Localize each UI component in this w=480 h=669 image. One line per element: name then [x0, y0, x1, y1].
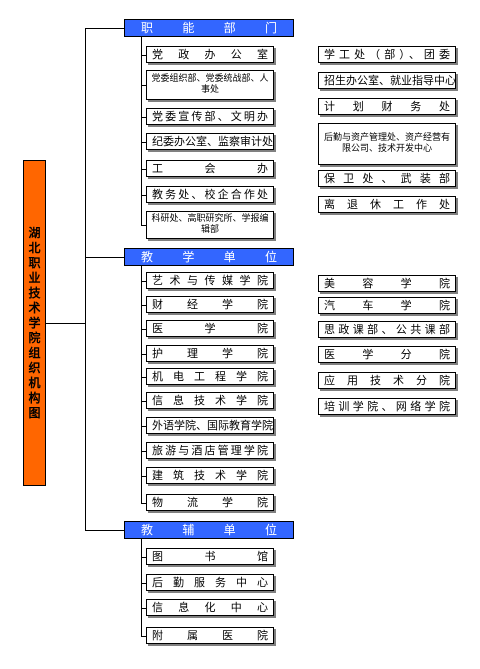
- connector-to-item: [141, 557, 146, 558]
- unit-box: 医学院: [146, 320, 274, 337]
- unit-box: 医学分院: [318, 346, 456, 363]
- unit-box: 物流学院: [146, 494, 274, 511]
- connector-to-category: [85, 257, 124, 258]
- unit-box: 应用技术分院: [318, 372, 456, 389]
- category-header: 教学单位: [124, 248, 294, 266]
- connector-category-drop: [141, 37, 142, 225]
- category-header: 教辅单位: [124, 521, 294, 539]
- connector-to-item: [141, 195, 146, 196]
- unit-box: 计划财务处: [318, 98, 456, 115]
- connector-to-item: [141, 329, 146, 330]
- unit-box: 科研处、高职研究所、学报编辑部: [146, 211, 274, 239]
- unit-box: 信息技术学院: [146, 392, 274, 409]
- connector-main-spine: [85, 28, 86, 531]
- connector-to-item: [141, 117, 146, 118]
- connector-to-item: [141, 225, 146, 226]
- connector-to-item: [141, 451, 146, 452]
- connector-to-item: [141, 55, 146, 56]
- unit-box: 工会办: [146, 160, 274, 177]
- unit-box: 汽车学院: [318, 297, 456, 314]
- unit-box: 后勤与资产管理处、资产经营有限公司、技术开发中心: [318, 123, 456, 165]
- unit-box: 学工处（部）、团委: [318, 46, 456, 63]
- unit-box: 招生办公室、就业指导中心: [318, 72, 456, 89]
- unit-box: 教务处、校企合作处: [146, 186, 274, 203]
- connector-to-item: [141, 377, 146, 378]
- connector-category-drop: [141, 266, 142, 503]
- connector-to-item: [141, 169, 146, 170]
- connector-to-item: [141, 305, 146, 306]
- unit-box: 党委宣传部、文明办: [146, 108, 274, 125]
- unit-box: 信息化中心: [146, 599, 274, 616]
- connector-root-trunk: [46, 323, 86, 324]
- connector-to-item: [141, 636, 146, 637]
- unit-box: 思政课部、公共课部: [318, 321, 456, 338]
- connector-to-item: [141, 503, 146, 504]
- connector-to-item: [141, 85, 146, 86]
- unit-box: 建筑技术学院: [146, 467, 274, 484]
- connector-to-item: [141, 281, 146, 282]
- category-header: 职能部门: [124, 19, 294, 37]
- unit-box: 纪委办公室、监察审计处: [146, 133, 274, 150]
- connector-to-item: [141, 401, 146, 402]
- unit-box: 艺术与传媒学院: [146, 272, 274, 289]
- unit-box: 美容学院: [318, 275, 456, 292]
- unit-box: 图书馆: [146, 548, 274, 565]
- connector-to-item: [141, 426, 146, 427]
- unit-box: 财经学院: [146, 296, 274, 313]
- unit-box: 党委组织部、党委统战部、人事处: [146, 70, 274, 100]
- unit-box: 离退休工作处: [318, 196, 456, 213]
- root-node-college: 湖北职业技术学院组织机构图: [23, 160, 46, 486]
- connector-to-item: [141, 142, 146, 143]
- unit-box: 附属医院: [146, 627, 274, 644]
- unit-box: 机电工程学院: [146, 368, 274, 385]
- root-title: 湖北职业技术学院组织机构图: [28, 225, 41, 420]
- connector-to-category: [85, 28, 124, 29]
- connector-to-item: [141, 608, 146, 609]
- unit-box: 保卫处、武装部: [318, 170, 456, 187]
- connector-to-category: [85, 530, 124, 531]
- unit-box: 旅游与酒店管理学院: [146, 442, 274, 459]
- unit-box: 护理学院: [146, 345, 274, 362]
- connector-to-item: [141, 476, 146, 477]
- connector-to-item: [141, 583, 146, 584]
- connector-category-drop: [141, 539, 142, 636]
- unit-box: 后勤服务中心: [146, 574, 274, 591]
- unit-box: 党政办公室: [146, 46, 274, 63]
- unit-box: 培训学院、网络学院: [318, 398, 456, 415]
- unit-box: 外语学院、国际教育学院: [146, 417, 274, 434]
- connector-to-item: [141, 354, 146, 355]
